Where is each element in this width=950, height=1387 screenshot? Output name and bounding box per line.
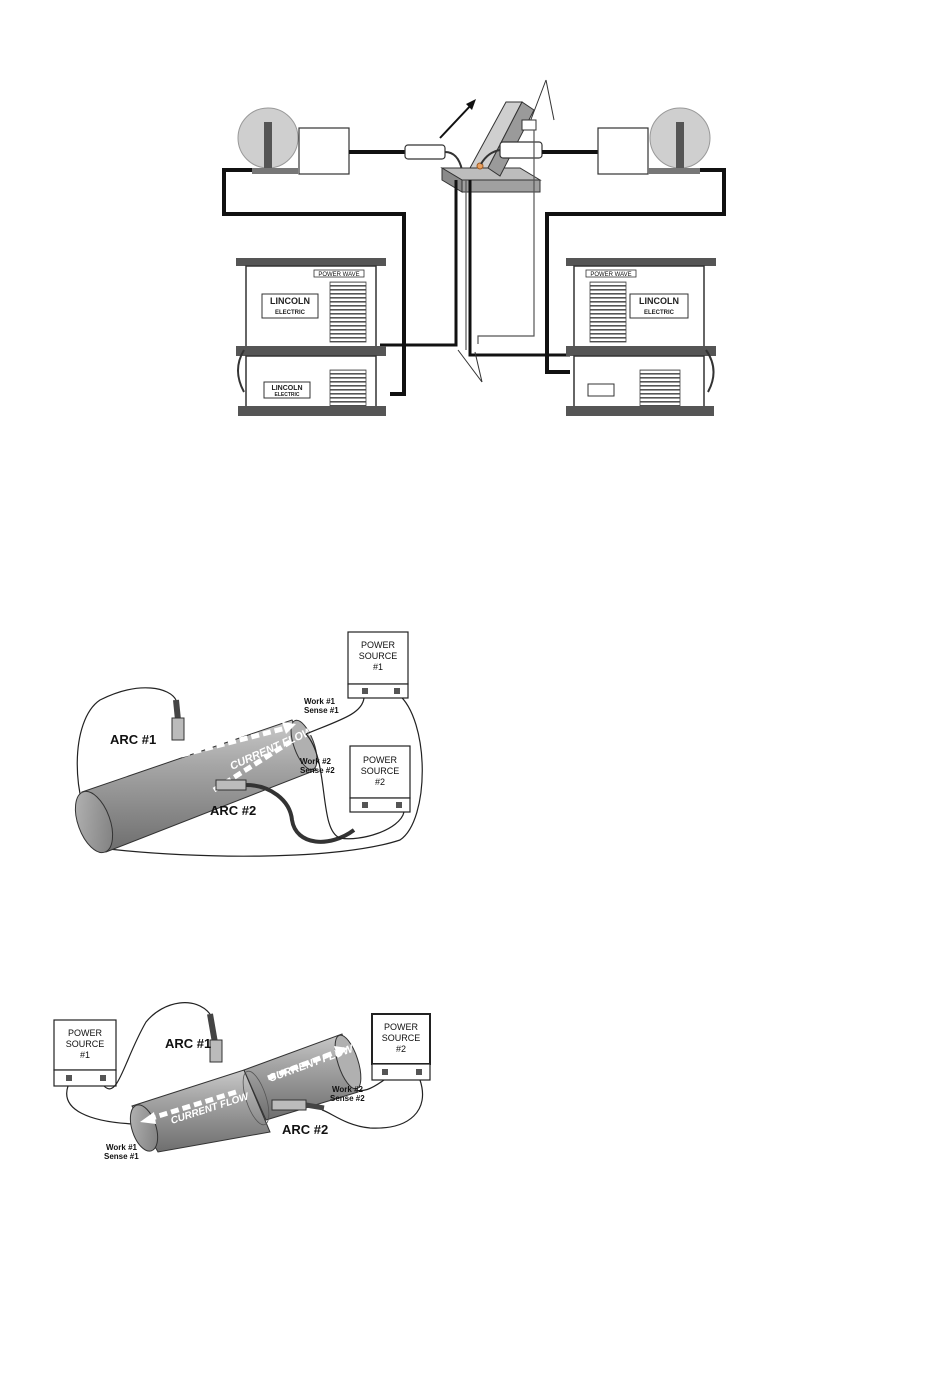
ps2-line-1: POWER — [363, 755, 398, 765]
sense1-label: Sense #1 — [304, 706, 339, 715]
power-source-1: POWER SOURCE #1 — [54, 1020, 116, 1086]
arc1-label: ARC #1 — [110, 732, 156, 747]
left-brand-top: LINCOLN — [270, 296, 310, 306]
left-model-label: POWER WAVE — [318, 272, 359, 278]
ps1-line-3: #1 — [373, 662, 383, 672]
right-wire-feeder — [598, 128, 648, 174]
left-wire-reel — [238, 108, 298, 174]
right-work-lead — [470, 180, 570, 355]
travel-direction-arrow — [440, 99, 476, 138]
left-torch — [405, 145, 445, 159]
ps2-line-1: POWER — [384, 1022, 419, 1032]
work1-label: Work #1 — [304, 697, 336, 706]
right-torch — [500, 142, 542, 158]
arc1-label: ARC #1 — [165, 1036, 211, 1051]
right-brand-bottom: ELECTRIC — [644, 310, 675, 316]
power-source-2: POWER SOURCE #2 — [372, 1014, 430, 1080]
right-power-source-stack: POWER WAVE LINCOLN ELECTRIC — [566, 258, 716, 416]
ps2-line-2: SOURCE — [382, 1033, 421, 1043]
figure-1-tandem-welding-setup: POWER WAVE LINCOLN ELECTRIC LINCOLN ELEC… — [224, 80, 724, 416]
ps2-line-3: #2 — [375, 777, 385, 787]
left-work-lead — [380, 180, 456, 345]
ps1-line-3: #1 — [80, 1050, 90, 1060]
ps2-line-3: #2 — [396, 1044, 406, 1054]
ps1-line-2: SOURCE — [66, 1039, 105, 1049]
right-brand-top: LINCOLN — [639, 296, 679, 306]
work1-label: Work #1 — [106, 1143, 138, 1152]
arc2-label: ARC #2 — [282, 1122, 328, 1137]
ps1-line-1: POWER — [68, 1028, 103, 1038]
left-lower-brand-top: LINCOLN — [271, 385, 302, 392]
arc2-label: ARC #2 — [210, 803, 256, 818]
ps1-line-2: SOURCE — [359, 651, 398, 661]
sense1-label: Sense #1 — [104, 1152, 139, 1161]
work2-label: Work #2 — [300, 757, 332, 766]
work1-lead — [67, 1086, 134, 1124]
ps2-line-2: SOURCE — [361, 766, 400, 776]
right-model-label: POWER WAVE — [590, 272, 631, 278]
left-lower-brand-bottom: ELECTRIC — [275, 392, 300, 398]
left-brand-bottom: ELECTRIC — [275, 310, 306, 316]
power-source-1: POWER SOURCE #1 — [348, 632, 408, 698]
left-wire-feeder — [299, 128, 349, 174]
power-source-2: POWER SOURCE #2 — [350, 746, 410, 812]
arc1-torch — [210, 1014, 222, 1062]
work2-label: Work #2 — [332, 1085, 364, 1094]
left-power-source-stack: POWER WAVE LINCOLN ELECTRIC LINCOLN ELEC… — [236, 258, 386, 416]
arc1-torch — [172, 700, 184, 740]
figure-2-single-end-work-connection: CURRENT FLOW POWER SOURCE #1 P — [68, 632, 422, 858]
sense2-label: Sense #2 — [300, 766, 335, 775]
right-wire-reel — [648, 108, 710, 174]
figure-3-opposite-end-work-connection: POWER SOURCE #1 POWER SOURCE #2 — [54, 1003, 430, 1161]
ps1-line-1: POWER — [361, 640, 396, 650]
sense2-label: Sense #2 — [330, 1094, 365, 1103]
